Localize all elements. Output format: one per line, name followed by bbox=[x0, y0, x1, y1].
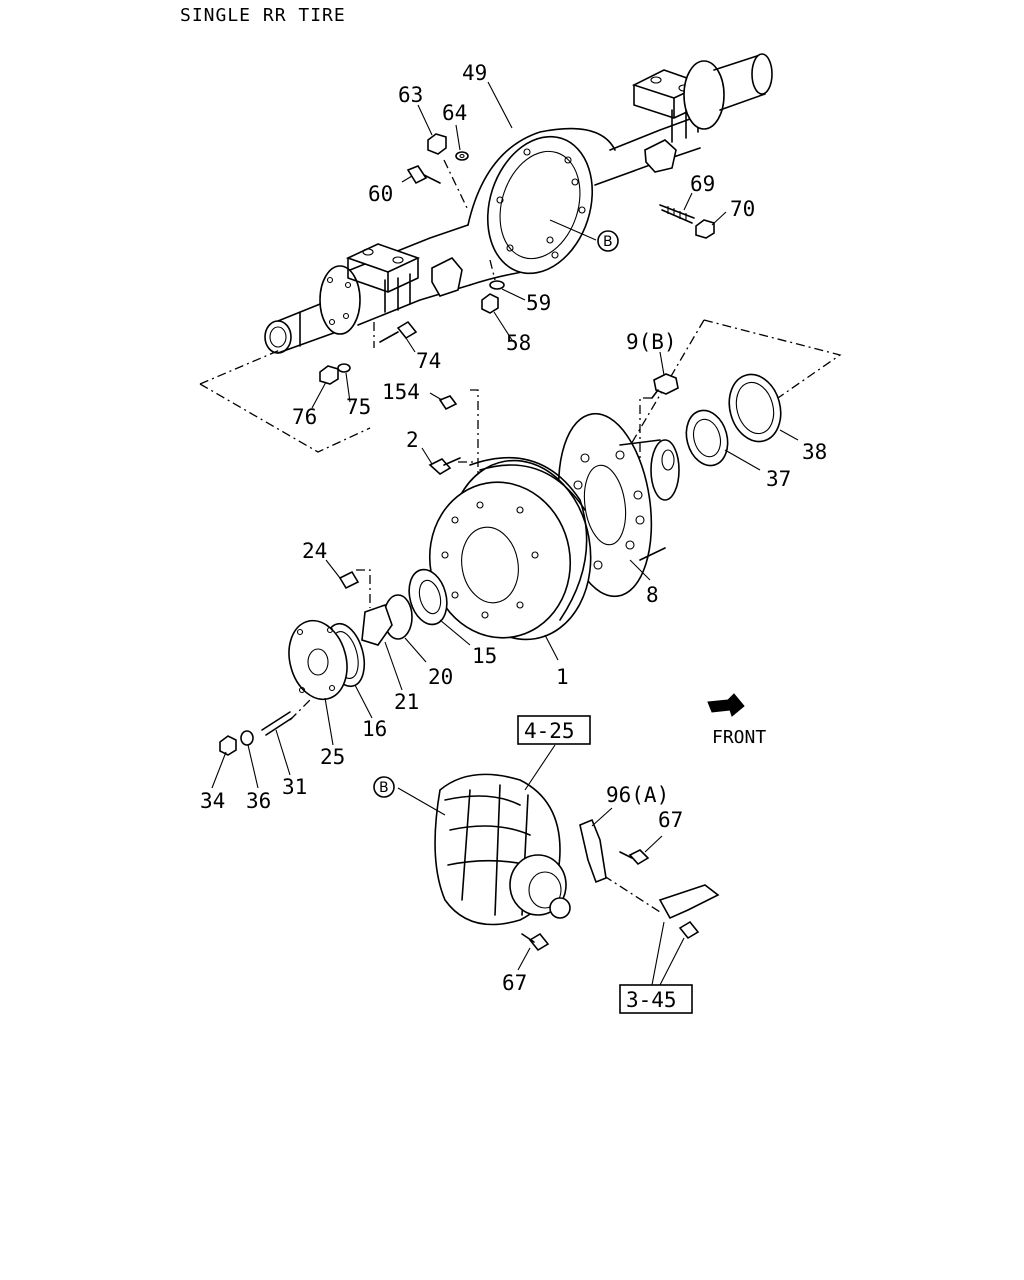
housing-fasteners bbox=[319, 133, 715, 385]
callout-63: 63 bbox=[398, 83, 423, 107]
callout-154: 154 bbox=[382, 380, 420, 404]
callout-20: 20 bbox=[428, 665, 453, 689]
callout-69: 69 bbox=[690, 172, 715, 196]
callout-37: 37 bbox=[766, 467, 791, 491]
svg-text:B: B bbox=[379, 780, 389, 796]
callouts: 49 63 64 60 69 70 59 58 74 76 75 9(B) 38… bbox=[200, 61, 827, 995]
callout-70: 70 bbox=[730, 197, 755, 221]
callout-1: 1 bbox=[556, 665, 569, 689]
svg-text:4-25: 4-25 bbox=[524, 719, 575, 743]
callout-16: 16 bbox=[362, 717, 387, 741]
callout-49: 49 bbox=[462, 61, 487, 85]
callout-24: 24 bbox=[302, 539, 327, 563]
ref-box-4-25[interactable]: 4-25 bbox=[517, 715, 591, 745]
callout-59: 59 bbox=[526, 291, 551, 315]
ref-box-3-45[interactable]: 3-45 bbox=[619, 984, 693, 1014]
callout-67a: 67 bbox=[658, 808, 683, 832]
callout-64: 64 bbox=[442, 101, 467, 125]
hub-drum-assembly bbox=[219, 373, 782, 756]
callout-58: 58 bbox=[506, 331, 531, 355]
front-arrow-icon bbox=[707, 693, 745, 717]
callout-21: 21 bbox=[394, 690, 419, 714]
callout-31: 31 bbox=[282, 775, 307, 799]
callout-8: 8 bbox=[646, 583, 659, 607]
callout-96a: 96(A) bbox=[606, 783, 669, 807]
callout-25: 25 bbox=[320, 745, 345, 769]
differential-carrier bbox=[434, 773, 720, 952]
svg-text:B: B bbox=[603, 234, 613, 250]
callout-75: 75 bbox=[346, 395, 371, 419]
axle-housing bbox=[264, 53, 773, 354]
callout-38: 38 bbox=[802, 440, 827, 464]
callout-36: 36 bbox=[246, 789, 271, 813]
marker-b-upper: B bbox=[597, 230, 619, 252]
callout-15: 15 bbox=[472, 644, 497, 668]
marker-b-lower: B bbox=[373, 776, 395, 798]
front-indicator: FRONT bbox=[707, 693, 766, 748]
callout-67b: 67 bbox=[502, 971, 527, 995]
callout-74: 74 bbox=[416, 349, 441, 373]
leader-lines bbox=[211, 81, 799, 986]
callout-60: 60 bbox=[368, 182, 393, 206]
callout-9b: 9(B) bbox=[626, 330, 677, 354]
svg-text:3-45: 3-45 bbox=[626, 988, 677, 1012]
front-label: FRONT bbox=[712, 727, 766, 748]
callout-76: 76 bbox=[292, 405, 317, 429]
diagram-title: SINGLE RR TIRE bbox=[180, 5, 346, 26]
callout-2: 2 bbox=[406, 428, 419, 452]
callout-34: 34 bbox=[200, 789, 225, 813]
